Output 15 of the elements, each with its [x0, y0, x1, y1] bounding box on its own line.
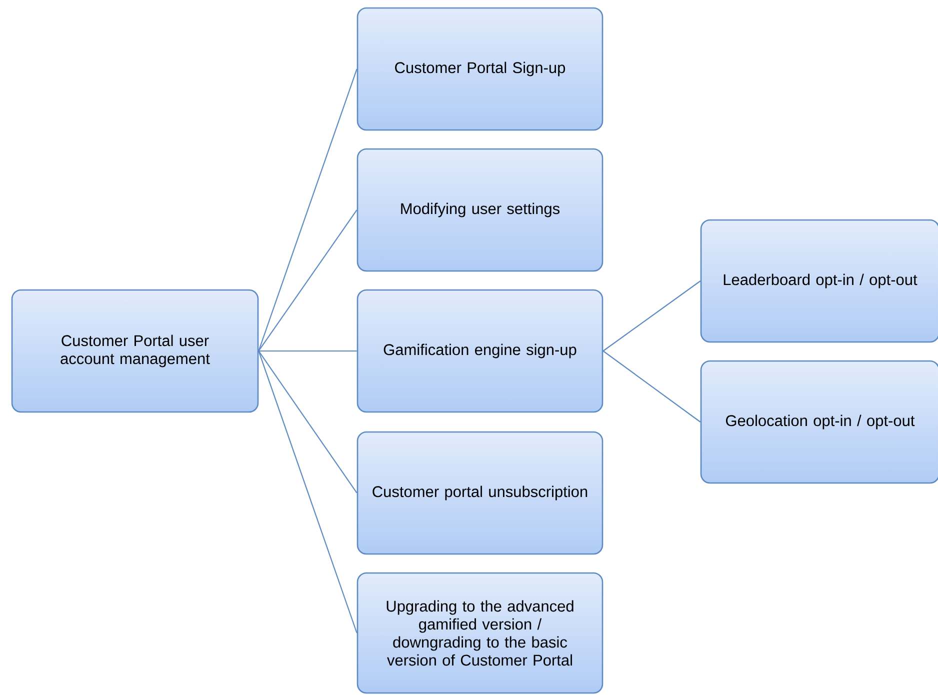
connector-line	[258, 210, 358, 352]
connector-line	[258, 350, 357, 352]
process-box: Leaderboard opt-in / opt-out	[700, 219, 938, 343]
process-box: Geolocation opt-in / opt-out	[700, 360, 938, 484]
process-box: Customer Portal user account management	[11, 289, 259, 413]
process-box: Customer Portal Sign-up	[356, 7, 604, 131]
process-box: Gamification engine sign-up	[356, 289, 604, 413]
connector-line	[258, 350, 358, 494]
connector-line	[602, 350, 701, 422]
connector-line	[258, 68, 358, 352]
process-box: Customer portal unsubscription	[356, 431, 604, 555]
connector-line	[602, 280, 701, 352]
process-box: Modifying user settings	[356, 148, 604, 272]
connector-line	[258, 350, 358, 634]
process-box: Upgrading to the advanced gamified version / downgrading to the basic version of Customer Portal	[356, 572, 604, 694]
